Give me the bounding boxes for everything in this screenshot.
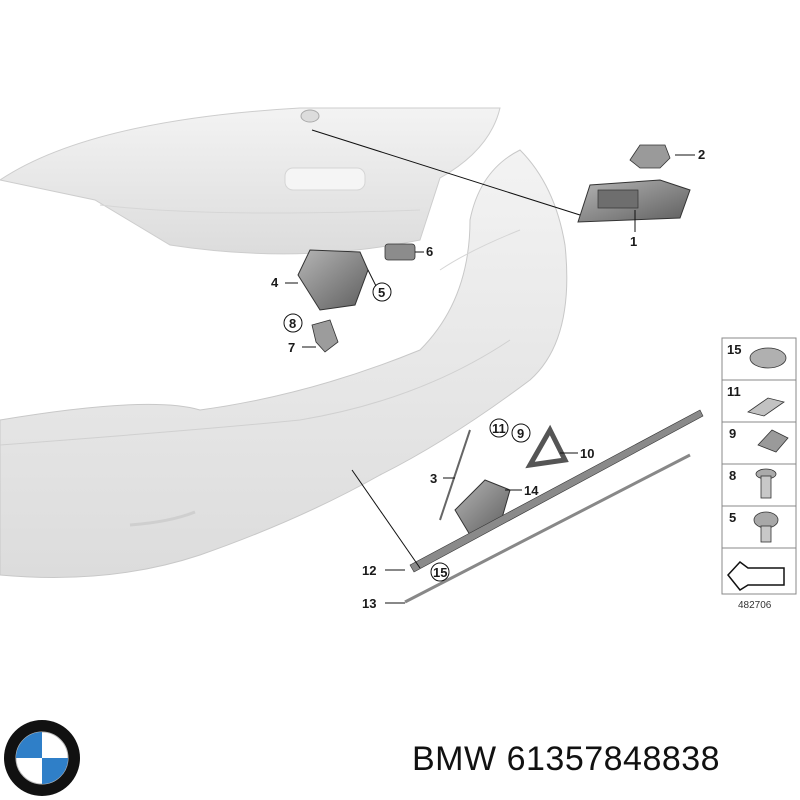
legend-clip-15-icon [749,347,787,369]
small-parts-legend: 15 11 9 8 5 482706 [721,337,797,611]
part-1-handle [577,179,691,223]
callouts: 1 2 3 4 5 6 7 8 9 10 11 12 13 14 15 [271,147,705,611]
callout-15: 15 [433,565,447,580]
callout-7: 7 [288,340,295,355]
leader-lines [285,129,695,604]
legend-clip-9-icon [757,429,789,453]
part-14-unit [454,479,511,536]
cable-13 [404,453,691,604]
callout-13: 13 [362,596,376,611]
callout-14: 14 [524,483,539,498]
callout-9-circle [511,423,531,443]
legend-bolt-5-icon [753,511,779,543]
part-2-bracket [629,144,671,169]
legend-screw-8-icon [755,468,777,499]
bmw-logo [4,720,80,796]
part-10-holder [525,424,569,469]
callout-10: 10 [580,446,594,461]
footer-brand: BMW [412,740,497,778]
callout-3: 3 [430,471,437,486]
strip-12 [409,409,704,573]
footer-part-number: 61357848838 [506,740,721,778]
rear-bumper [0,149,568,578]
callout-5-circle [372,282,392,302]
trunk-lid [0,107,501,255]
legend-nut-11-icon [747,397,785,417]
sensor-3 [439,429,471,521]
callout-11-circle [489,418,509,438]
legend-num-5: 5 [729,510,736,525]
callout-6: 6 [426,244,433,259]
callout-5: 5 [378,285,385,300]
callout-2: 2 [698,147,705,162]
callout-1: 1 [630,234,637,249]
part-7-striker [311,319,339,353]
callout-12: 12 [362,563,376,578]
reference-number: 482706 [738,600,772,611]
callout-8: 8 [289,316,296,331]
callout-9: 9 [517,426,524,441]
callout-11: 11 [492,421,506,436]
callout-8-circle [283,313,303,333]
legend-num-9: 9 [729,426,736,441]
callout-4: 4 [271,275,279,290]
legend-num-8: 8 [729,468,736,483]
part-6-actuator [384,243,416,261]
legend-num-15: 15 [727,342,741,357]
legend-num-11: 11 [727,384,741,399]
part-4-lock [297,249,369,311]
callout-15-circle [430,562,450,582]
legend-arrow-icon [727,560,785,591]
